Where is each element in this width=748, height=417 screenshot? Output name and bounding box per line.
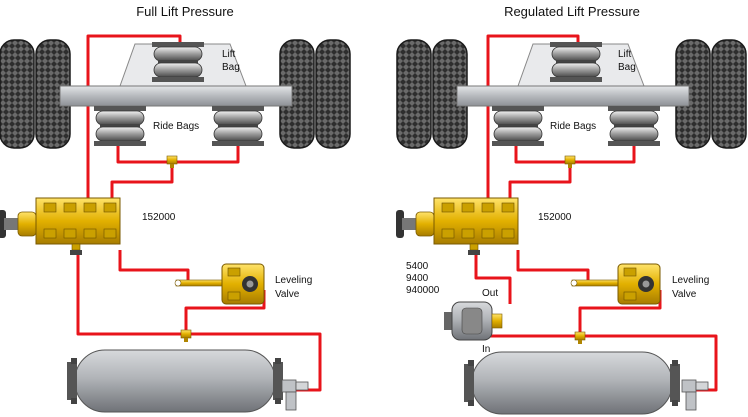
- air-bag-icon: [151, 41, 205, 83]
- regulator-part-label: 940000: [406, 285, 440, 296]
- panel-title: Regulated Lift Pressure: [504, 4, 640, 19]
- leveling-valve-label: Leveling: [275, 275, 312, 286]
- regulator-in-label: In: [482, 344, 490, 355]
- air-bag-icon: [549, 41, 603, 83]
- leveling-valve-label: Valve: [275, 289, 300, 300]
- tee-fitting-icon: [564, 155, 576, 169]
- air-lines: [76, 34, 322, 392]
- regulator-icon: [443, 301, 503, 341]
- air-bag-icon: [211, 105, 265, 147]
- lift-bag-label: Bag: [222, 62, 240, 73]
- regulator-part-label: 5400: [406, 261, 429, 272]
- regulator-out-label: Out: [482, 288, 498, 299]
- tank-elbow: [681, 379, 709, 411]
- lift-bag-label: Lift: [222, 49, 236, 60]
- valve-part-label: 152000: [142, 212, 176, 223]
- axle: [59, 85, 293, 107]
- tank-elbow: [281, 379, 309, 411]
- panel-regulated-lift: Regulated Lift Pressure Lift Bag Ride Ba…: [395, 4, 747, 415]
- air-bag-icon: [607, 105, 661, 147]
- lift-bag-label: Lift: [618, 49, 632, 60]
- control-valve-icon: [0, 197, 121, 256]
- air-bag-icon: [491, 105, 545, 147]
- tee-fitting-icon: [166, 155, 178, 169]
- lift-bag-label: Bag: [618, 62, 636, 73]
- ride-bags-label: Ride Bags: [153, 121, 199, 132]
- air-tank-icon: [66, 349, 284, 413]
- tee-fitting-icon: [180, 329, 192, 343]
- tee-fitting-icon: [574, 331, 586, 345]
- panel-title: Full Lift Pressure: [136, 4, 234, 19]
- control-valve-icon: [395, 197, 519, 256]
- air-bag-icon: [93, 105, 147, 147]
- leveling-valve-label: Valve: [672, 289, 697, 300]
- axle: [456, 85, 690, 107]
- regulator-part-label: 9400: [406, 273, 429, 284]
- panel-full-lift: Full Lift Pressure Lift Bag Ride Bags 15…: [0, 4, 351, 413]
- ride-bags-label: Ride Bags: [550, 121, 596, 132]
- leveling-valve-label: Leveling: [672, 275, 709, 286]
- valve-part-label: 152000: [538, 212, 572, 223]
- air-tank-icon: [463, 351, 681, 415]
